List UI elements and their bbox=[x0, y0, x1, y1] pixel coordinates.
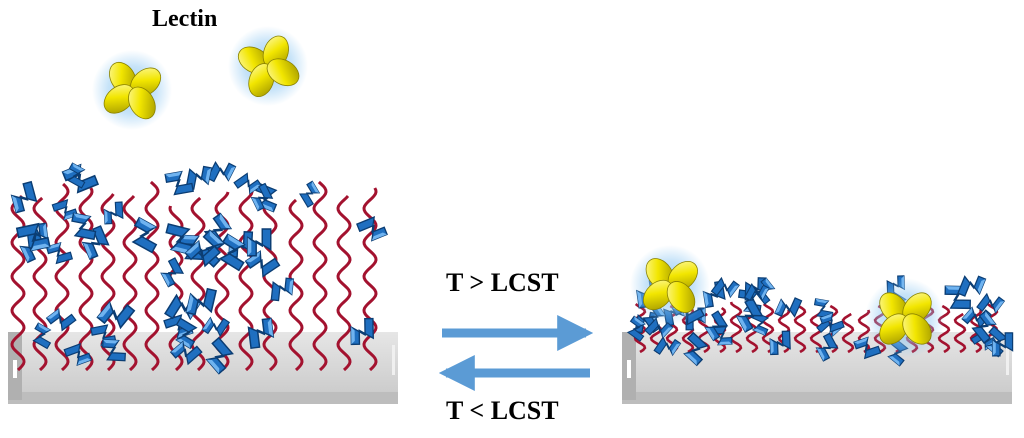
lectin-icon bbox=[217, 15, 320, 118]
heating-condition-label: T > LCST bbox=[446, 268, 559, 298]
glycan-icon bbox=[234, 171, 261, 198]
glycan-icon bbox=[271, 277, 293, 302]
cooling-condition-label: T < LCST bbox=[446, 396, 559, 426]
glycan-icon bbox=[47, 305, 76, 334]
lectin-icon bbox=[865, 278, 945, 358]
lectin-icon bbox=[86, 44, 179, 137]
glycan-icon bbox=[207, 158, 235, 187]
lectin-proteins bbox=[86, 15, 945, 358]
glycan-icon bbox=[357, 215, 387, 243]
glycan-icon bbox=[958, 271, 986, 300]
glycan-icon bbox=[298, 181, 323, 207]
glycan-icon bbox=[69, 213, 98, 239]
lectin-label: Lectin bbox=[152, 6, 217, 33]
